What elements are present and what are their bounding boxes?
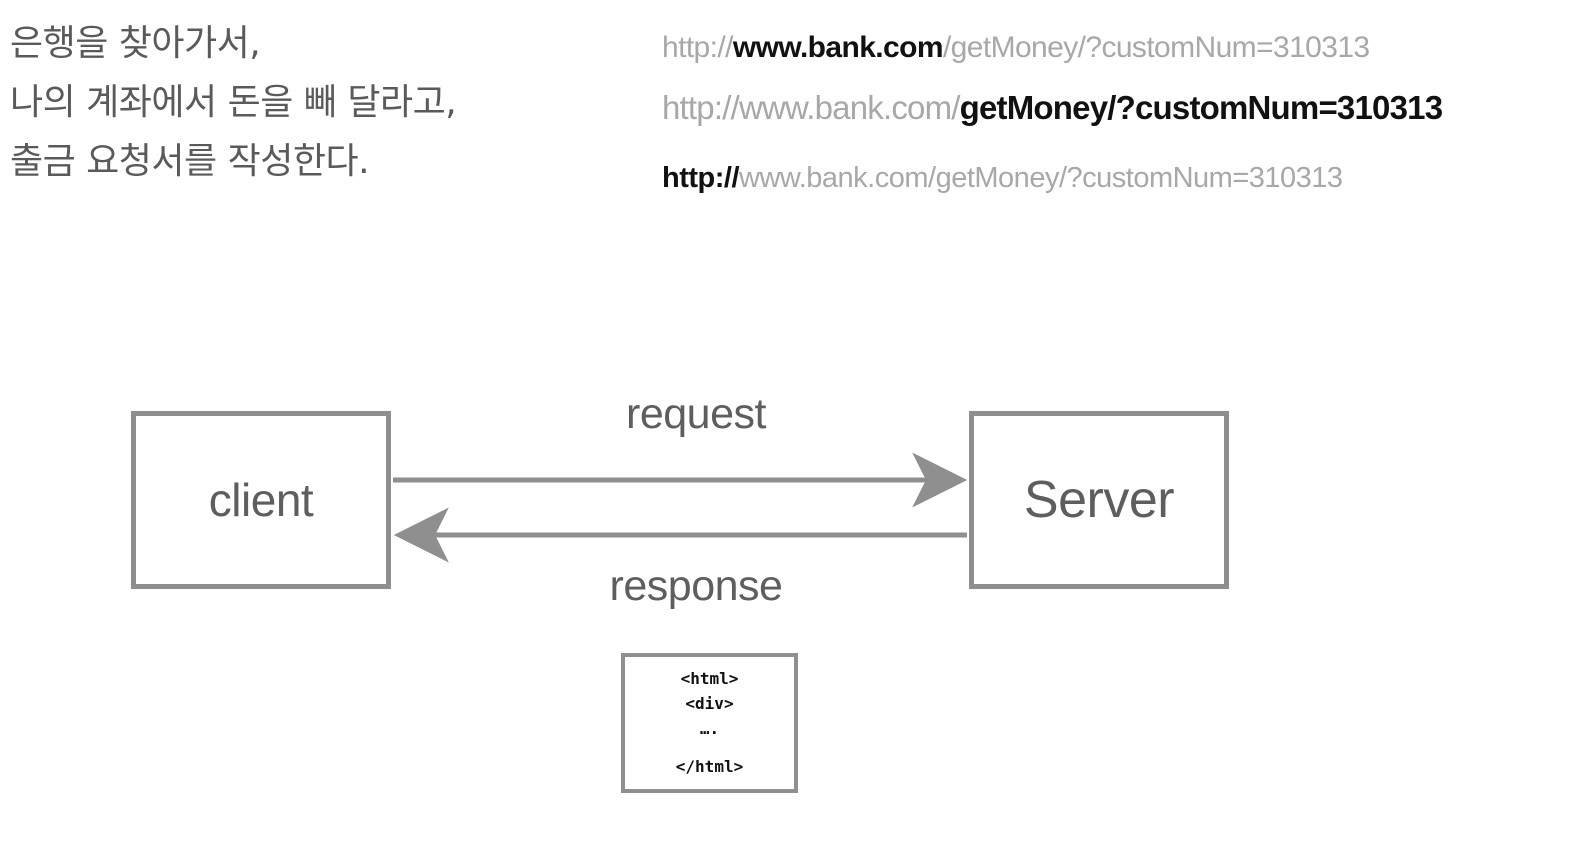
- url-line-path-emphasis: http://www.bank.com/getMoney/?customNum=…: [662, 74, 1596, 142]
- code-line-div-open: <div>: [685, 694, 734, 713]
- code-line-html-close: </html>: [675, 757, 744, 776]
- url3-scheme: http://: [662, 162, 740, 194]
- client-node: client: [131, 411, 391, 589]
- url3-rest: www.bank.com/getMoney/?customNum=310313: [739, 162, 1343, 194]
- code-line-ellipsis: ….: [699, 719, 720, 738]
- url-line-host-emphasis: http://www.bank.com/getMoney/?customNum=…: [662, 22, 1596, 74]
- narration-block: 은행을 찾아가서, 나의 계좌에서 돈을 빼 달라고, 출금 요청서를 작성한다…: [10, 14, 650, 191]
- url1-host: www.bank.com: [732, 31, 944, 64]
- url-line-scheme-emphasis: http://www.bank.com/getMoney/?customNum=…: [662, 142, 1596, 215]
- url-breakdown-block: http://www.bank.com/getMoney/?customNum=…: [662, 22, 1596, 215]
- client-node-label: client: [208, 474, 314, 526]
- narration-line-2: 나의 계좌에서 돈을 빼 달라고,: [10, 82, 457, 123]
- narration-line-3: 출금 요청서를 작성한다.: [10, 141, 370, 182]
- url2-scheme-host: http://www.bank.com/: [662, 89, 960, 126]
- url1-path: /getMoney/?customNum=310313: [942, 31, 1370, 64]
- code-line-html-open: <html>: [680, 669, 739, 688]
- narration-line-1: 은행을 찾아가서,: [10, 23, 261, 64]
- url2-path-query: getMoney/?customNum=310313: [959, 89, 1443, 126]
- url1-scheme: http://: [662, 31, 733, 64]
- request-edge-label: request: [626, 390, 766, 438]
- html-response-box: <html> <div> …. </html>: [621, 653, 798, 793]
- response-edge-label: response: [609, 562, 783, 610]
- server-node: Server: [969, 411, 1229, 589]
- server-node-label: Server: [1023, 471, 1175, 529]
